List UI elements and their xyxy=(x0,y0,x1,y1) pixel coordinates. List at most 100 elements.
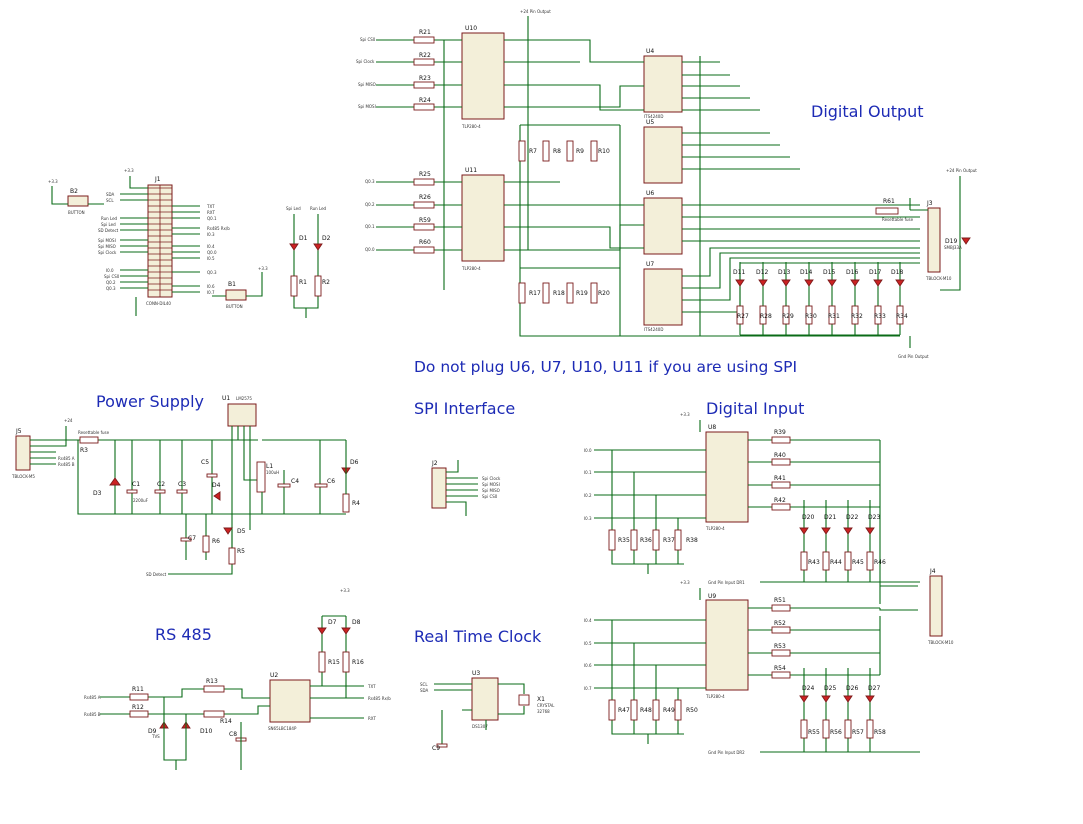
title-digital-input: Digital Input xyxy=(706,399,804,418)
svg-text:+24: +24 xyxy=(64,418,73,423)
svg-text:D23: D23 xyxy=(868,514,880,521)
svg-text:C6: C6 xyxy=(327,478,335,485)
svg-text:U6: U6 xyxy=(646,190,654,197)
svg-text:J2: J2 xyxy=(431,460,438,467)
svg-text:Spi MISO: Spi MISO xyxy=(98,244,116,249)
svg-text:R46: R46 xyxy=(874,559,886,566)
button-b1: B1 BUTTON +3.3 xyxy=(212,266,268,309)
svg-text:R9: R9 xyxy=(576,148,584,155)
svg-text:2200uF: 2200uF xyxy=(133,498,149,503)
svg-text:+3.3: +3.3 xyxy=(124,168,134,173)
svg-text:I0.5: I0.5 xyxy=(207,256,215,261)
svg-text:R11: R11 xyxy=(132,686,144,693)
svg-text:R1: R1 xyxy=(299,279,307,286)
svg-text:R30: R30 xyxy=(805,313,817,320)
svg-text:100uH: 100uH xyxy=(266,470,279,475)
svg-text:C4: C4 xyxy=(291,478,299,485)
svg-text:D20: D20 xyxy=(802,514,814,521)
svg-text:D12: D12 xyxy=(756,269,768,276)
svg-text:Spi MOSI: Spi MOSI xyxy=(358,104,376,109)
svg-text:R57: R57 xyxy=(852,729,864,736)
svg-text:Q0.2: Q0.2 xyxy=(365,202,375,207)
svg-text:Spi Clock: Spi Clock xyxy=(98,250,117,255)
svg-text:R45: R45 xyxy=(852,559,864,566)
svg-text:C9: C9 xyxy=(432,745,440,752)
svg-text:C7: C7 xyxy=(188,535,196,542)
svg-text:U8: U8 xyxy=(708,424,716,431)
svg-text:R41: R41 xyxy=(774,475,786,482)
svg-text:TXT: TXT xyxy=(206,204,215,209)
svg-text:D2: D2 xyxy=(322,235,331,242)
svg-text:R17: R17 xyxy=(529,290,541,297)
svg-text:D26: D26 xyxy=(846,685,858,692)
svg-text:R14: R14 xyxy=(220,718,232,725)
svg-text:Rs485 A: Rs485 A xyxy=(84,695,101,700)
svg-text:I0.1: I0.1 xyxy=(584,470,592,475)
svg-text:C3: C3 xyxy=(178,481,186,488)
svg-text:C8: C8 xyxy=(229,731,237,738)
svg-text:RXT: RXT xyxy=(368,716,376,721)
svg-text:R42: R42 xyxy=(774,497,786,504)
svg-text:ITS4240D: ITS4240D xyxy=(644,114,663,119)
svg-text:Spi MISO: Spi MISO xyxy=(358,82,376,87)
title-power-supply: Power Supply xyxy=(96,392,204,411)
svg-text:+3.3: +3.3 xyxy=(48,179,58,184)
svg-text:C2: C2 xyxy=(157,481,165,488)
svg-text:I0.4: I0.4 xyxy=(207,244,215,249)
svg-text:R60: R60 xyxy=(419,239,431,246)
svg-text:LM2575: LM2575 xyxy=(236,396,252,401)
svg-text:I0.6: I0.6 xyxy=(584,663,592,668)
svg-text:Resettable fuse: Resettable fuse xyxy=(882,217,914,222)
svg-text:R3: R3 xyxy=(80,447,88,454)
svg-text:U11: U11 xyxy=(465,167,477,174)
svg-text:+3.3: +3.3 xyxy=(340,588,350,593)
svg-text:Run Led: Run Led xyxy=(101,216,118,221)
svg-text:U1: U1 xyxy=(222,395,230,402)
svg-text:Spi CS0: Spi CS0 xyxy=(360,37,376,42)
svg-text:D18: D18 xyxy=(891,269,903,276)
svg-text:TXT: TXT xyxy=(367,684,376,689)
svg-text:R51: R51 xyxy=(774,597,786,604)
svg-text:D25: D25 xyxy=(824,685,836,692)
svg-text:D27: D27 xyxy=(868,685,880,692)
svg-text:SCL: SCL xyxy=(106,198,114,203)
svg-text:R10: R10 xyxy=(598,148,610,155)
svg-text:R25: R25 xyxy=(419,171,431,178)
svg-text:R7: R7 xyxy=(529,148,537,155)
svg-text:RXT: RXT xyxy=(207,210,215,215)
svg-text:SD Detect: SD Detect xyxy=(98,228,119,233)
svg-text:R53: R53 xyxy=(774,643,786,650)
svg-text:X1: X1 xyxy=(537,696,545,703)
svg-text:TBLOCK-M10: TBLOCK-M10 xyxy=(927,640,954,645)
svg-text:I0.0: I0.0 xyxy=(106,268,114,273)
title-spi-interface: SPI Interface xyxy=(414,399,515,418)
svg-text:R48: R48 xyxy=(640,707,652,714)
svg-text:U2: U2 xyxy=(270,672,278,679)
svg-text:D17: D17 xyxy=(869,269,881,276)
svg-text:CRYSTAL: CRYSTAL xyxy=(537,703,555,708)
svg-text:R27: R27 xyxy=(737,313,749,320)
svg-text:R36: R36 xyxy=(640,537,652,544)
svg-text:U5: U5 xyxy=(646,119,654,126)
spi-warning-note: Do not plug U6, U7, U10, U11 if you are … xyxy=(414,358,797,376)
svg-text:BUTTON: BUTTON xyxy=(226,304,243,309)
svg-text:SDA: SDA xyxy=(420,688,429,693)
svg-text:Rs485 B: Rs485 B xyxy=(84,712,101,717)
svg-text:Rs485 B: Rs485 B xyxy=(58,462,75,467)
svg-text:R54: R54 xyxy=(774,665,786,672)
svg-text:R21: R21 xyxy=(419,29,431,36)
j1-label: J1 xyxy=(154,176,161,183)
svg-text:Q0.3: Q0.3 xyxy=(365,179,375,184)
svg-text:D7: D7 xyxy=(328,619,337,626)
svg-text:D22: D22 xyxy=(846,514,858,521)
rtc-block: U3 DS1307 X1 CRYSTAL 32768 C9 SCL SDA xyxy=(420,670,555,752)
svg-text:ITS4240D: ITS4240D xyxy=(644,327,663,332)
svg-text:D11: D11 xyxy=(733,269,745,276)
svg-text:Spi Clock: Spi Clock xyxy=(482,476,501,481)
svg-text:D5: D5 xyxy=(237,528,246,535)
svg-text:U4: U4 xyxy=(646,48,654,55)
svg-text:R43: R43 xyxy=(808,559,820,566)
svg-text:U10: U10 xyxy=(465,25,477,32)
